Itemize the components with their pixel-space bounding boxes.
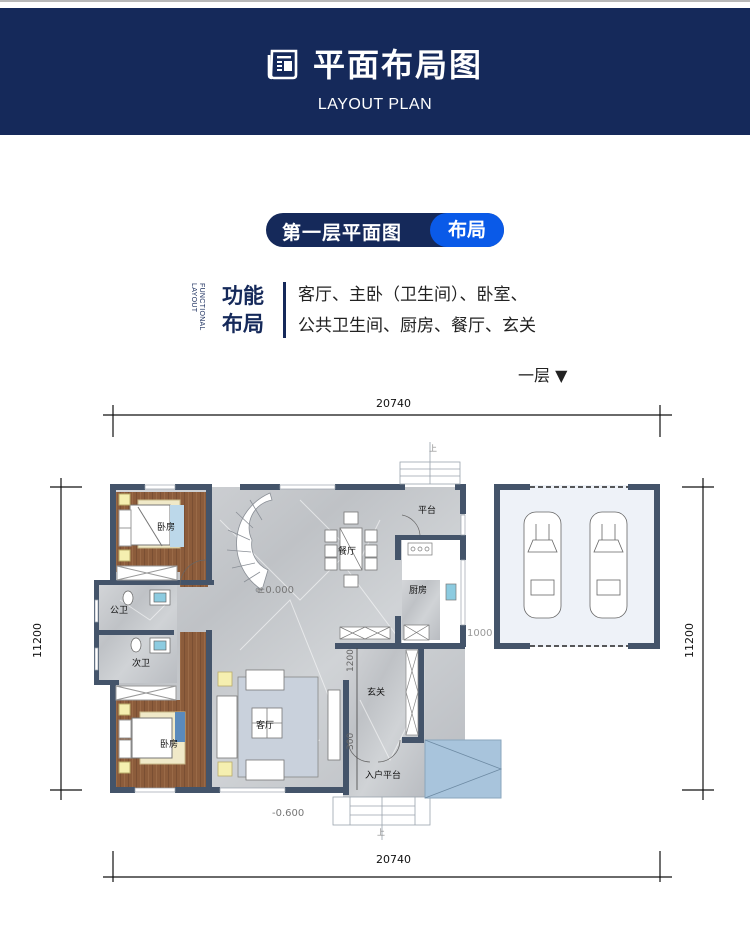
room-label-dining: 餐厅 <box>338 547 357 557</box>
dining-table <box>324 511 378 588</box>
room-label-secondary-wc: 次卫 <box>132 659 151 669</box>
room-label-bedroom-top: 卧房 <box>157 523 176 533</box>
dim-top-width: 20740 <box>376 397 411 410</box>
room-label-foyer: 玄关 <box>367 688 386 698</box>
spiral-stair <box>226 492 273 593</box>
terrace-steps <box>399 442 461 485</box>
header-banner: 平面布局图 LAYOUT PLAN <box>0 8 750 135</box>
dimension-right <box>682 478 714 800</box>
elevation-exterior: -0.600 <box>272 808 305 819</box>
dim-bottom-width: 20740 <box>376 853 411 866</box>
triangle-down-icon: ▼ <box>555 366 568 385</box>
elevation-interior: ±0.000 <box>257 585 295 596</box>
dim-foyer-depth: 1200 <box>346 649 356 672</box>
porch-roof <box>424 739 503 799</box>
car-icon-right <box>589 511 628 619</box>
room-label-living: 客厅 <box>256 721 275 731</box>
room-label-terrace: 平台 <box>418 506 437 516</box>
garage <box>494 484 660 649</box>
room-list: 客厅、主卧（卫生间）、卧室、 公共卫生间、厨房、餐厅、玄关 <box>298 280 536 342</box>
functional-layout-cn: 功能 布局 <box>222 282 272 338</box>
kitchen-fixtures <box>339 542 457 641</box>
page-subtitle: LAYOUT PLAN <box>317 96 433 113</box>
section-pill-tag: 布局 <box>430 213 504 247</box>
wc-fixtures <box>122 589 171 654</box>
cn-label-line1: 功能 <box>222 284 264 308</box>
foyer-cabinet <box>405 649 419 736</box>
living-room-furniture <box>216 669 341 781</box>
vertical-divider <box>283 282 286 338</box>
dim-foyer-lower: 300 <box>346 732 356 750</box>
dimension-left <box>50 478 82 800</box>
dimension-bottom <box>103 851 672 882</box>
floor-label-text: 一层 <box>518 366 551 385</box>
dim-garage-gap: 1000 <box>467 628 493 639</box>
dim-right-depth: 11200 <box>683 623 696 658</box>
header-title-row: 平面布局图 <box>0 40 750 86</box>
page-title: 平面布局图 <box>312 46 483 84</box>
functional-layout: FUNCTIONAL LAYOUT 功能 布局 客厅、主卧（卫生间）、卧室、 公… <box>190 280 616 345</box>
car-icon-left <box>523 511 562 619</box>
dim-left-depth: 11200 <box>31 623 44 658</box>
stair-up-label-top: 上 <box>429 444 437 453</box>
room-label-kitchen: 厨房 <box>409 586 428 596</box>
document-icon <box>267 49 298 80</box>
walls <box>94 484 466 795</box>
bed-bottom <box>115 685 186 774</box>
bed-top <box>116 493 184 581</box>
floor-label: 一层 ▼ <box>518 362 567 386</box>
section-pill: 第一层平面图 布局 <box>266 213 504 247</box>
section-pill-label: 第一层平面图 <box>282 222 403 244</box>
doors <box>179 514 421 763</box>
cn-label-line2: 布局 <box>222 312 264 336</box>
room-label-entry-terrace: 入户平台 <box>365 771 402 781</box>
room-label-public-wc: 公卫 <box>110 606 129 616</box>
room-list-line2: 公共卫生间、厨房、餐厅、玄关 <box>298 316 536 336</box>
stair-up-label-bottom: 上 <box>377 828 385 837</box>
top-divider <box>0 0 750 2</box>
room-list-line1: 客厅、主卧（卫生间）、卧室、 <box>298 285 528 305</box>
room-label-bedroom-bottom: 卧房 <box>160 740 179 750</box>
dimension-top <box>103 405 672 437</box>
entry-steps <box>332 796 431 840</box>
